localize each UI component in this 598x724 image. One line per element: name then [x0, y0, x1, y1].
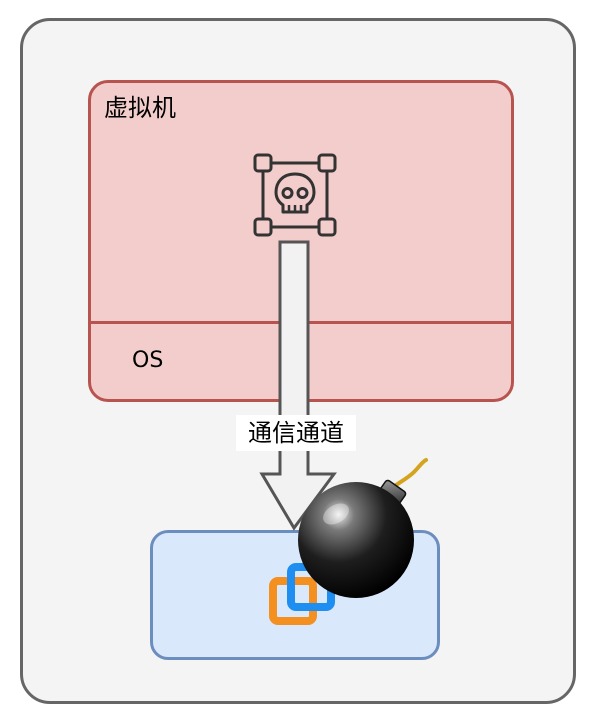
os-label: OS	[132, 348, 164, 373]
bomb-icon	[298, 458, 428, 598]
vm-title: 虚拟机	[104, 94, 176, 122]
channel-label: 通信通道	[236, 415, 356, 451]
skull-selection-icon	[253, 153, 337, 237]
